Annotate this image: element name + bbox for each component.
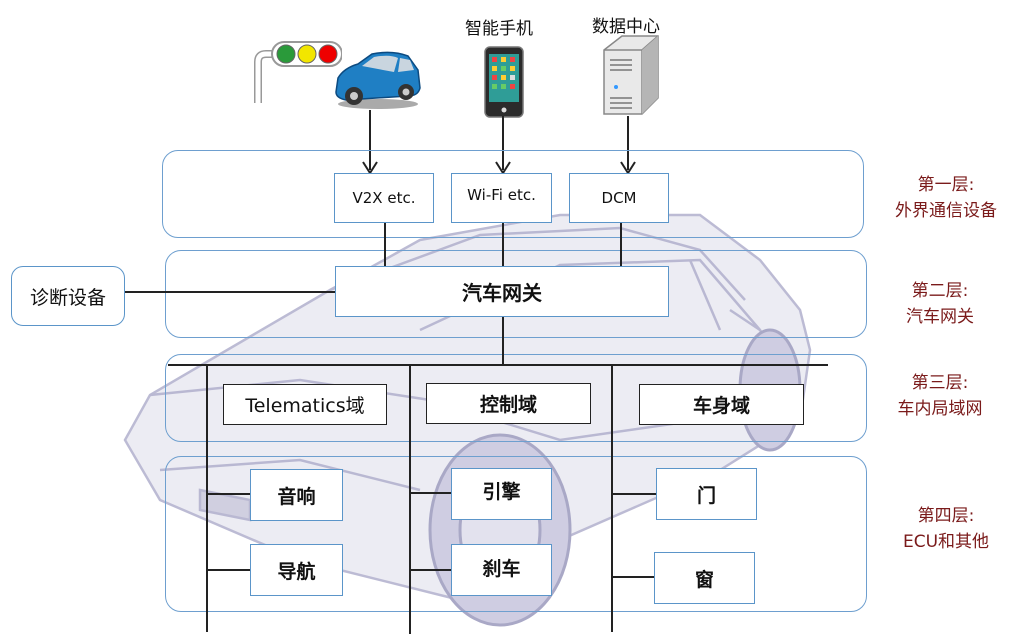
smartphone-label: 智能手机	[465, 19, 533, 39]
smartphone-icon	[484, 46, 524, 118]
layer3-desc: 车内局域网	[897, 399, 983, 419]
telematics-bus-line	[206, 364, 208, 632]
connector-v2x-gateway	[384, 222, 386, 268]
telematics-domain-box: Telematics域	[223, 384, 387, 425]
dcm-label: DCM	[601, 189, 637, 207]
body-bus-line	[611, 364, 613, 632]
wifi-box: Wi-Fi etc.	[451, 173, 552, 223]
window-ecu-label: 窗	[694, 568, 714, 591]
navigation-ecu-box: 导航	[250, 544, 343, 596]
window-ecu-box: 窗	[654, 552, 755, 604]
diagnostic-device-box: 诊断设备	[11, 266, 125, 326]
gateway-label: 汽车网关	[462, 281, 542, 305]
audio-ecu-label: 音响	[277, 485, 316, 508]
engine-ecu-label: 引擎	[482, 480, 521, 503]
connector-phone-wifi	[502, 116, 504, 170]
connector-car-v2x	[369, 110, 371, 170]
server-icon	[602, 34, 660, 116]
connector-dcm-gateway	[620, 222, 622, 268]
traffic-light-icon	[252, 40, 343, 105]
stub-engine	[409, 492, 451, 494]
wifi-label: Wi-Fi etc.	[467, 186, 536, 204]
body-domain-box: 车身域	[639, 384, 804, 425]
layer2-side-label: 第二层: 汽车网关	[862, 278, 1018, 330]
car-icon	[332, 48, 424, 110]
brake-ecu-label: 刹车	[482, 557, 521, 580]
layer1-desc: 外界通信设备	[895, 201, 997, 221]
v2x-label: V2X etc.	[352, 189, 416, 207]
layer1-panel	[162, 150, 864, 238]
layer3-side-label: 第三层: 车内局域网	[862, 370, 1018, 422]
connector-diagnostic-gateway	[125, 291, 335, 293]
control-bus-line	[409, 364, 411, 634]
layer3-title: 第三层:	[911, 373, 969, 393]
dcm-box: DCM	[569, 173, 669, 223]
door-ecu-label: 门	[696, 484, 716, 507]
datacenter-label: 数据中心	[592, 17, 660, 37]
layer4-title: 第四层:	[917, 506, 975, 526]
stub-brake	[409, 569, 451, 571]
layer2-title: 第二层:	[911, 281, 969, 301]
telematics-domain-label: Telematics域	[245, 395, 365, 417]
stub-window	[611, 576, 655, 578]
layer1-side-label: 第一层: 外界通信设备	[868, 172, 1024, 224]
in-vehicle-bus	[168, 364, 828, 366]
connector-gateway-bus	[502, 317, 504, 365]
connector-server-dcm	[627, 116, 629, 170]
audio-ecu-box: 音响	[250, 469, 343, 521]
stub-audio	[206, 493, 250, 495]
door-ecu-box: 门	[656, 468, 757, 520]
body-domain-label: 车身域	[692, 395, 750, 417]
engine-ecu-box: 引擎	[451, 468, 552, 520]
stub-door	[611, 493, 656, 495]
brake-ecu-box: 刹车	[451, 544, 552, 596]
layer4-side-label: 第四层: ECU和其他	[868, 503, 1024, 555]
control-domain-label: 控制域	[479, 394, 537, 416]
control-domain-box: 控制域	[426, 383, 591, 424]
layer3-panel	[165, 354, 867, 442]
stub-navigation	[206, 569, 250, 571]
diagnostic-device-label: 诊断设备	[29, 286, 106, 309]
connector-wifi-gateway	[502, 222, 504, 268]
layer2-desc: 汽车网关	[906, 307, 974, 327]
gateway-box: 汽车网关	[335, 266, 669, 317]
v2x-box: V2X etc.	[334, 173, 434, 223]
layer4-desc: ECU和其他	[902, 532, 990, 552]
navigation-ecu-label: 导航	[277, 560, 316, 583]
layer4-panel	[165, 456, 867, 612]
layer1-title: 第一层:	[917, 175, 975, 195]
layer2-panel	[165, 250, 867, 338]
